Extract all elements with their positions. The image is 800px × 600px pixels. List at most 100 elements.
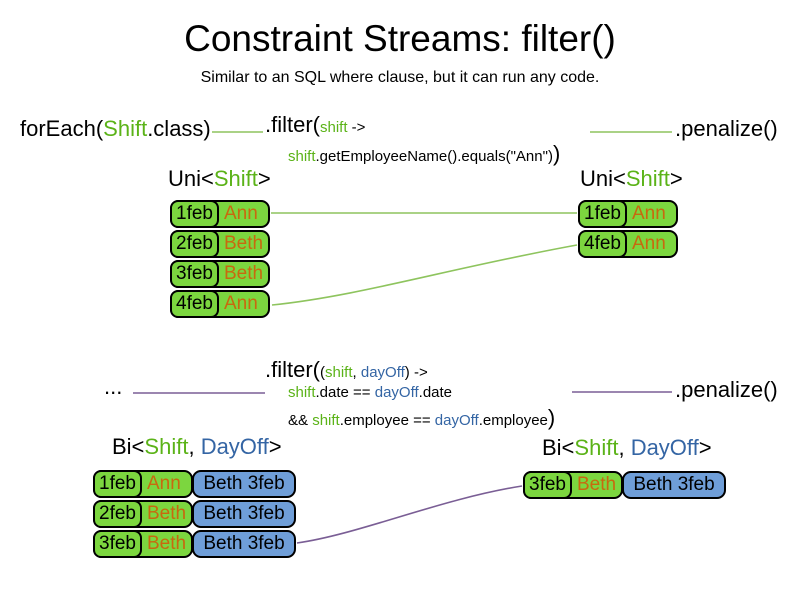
date-cell: 3feb: [170, 260, 219, 288]
uni-post: >: [669, 166, 683, 191]
filter-param1: shift: [325, 364, 353, 381]
paren-close-arrow: ) ->: [404, 364, 428, 381]
date-cell: 1feb: [93, 470, 142, 498]
date-cell: 2feb: [170, 230, 219, 258]
stream2-left-type-label: Bi<Shift, DayOff>: [112, 434, 282, 460]
dayoff-cell: Beth 3feb: [192, 530, 296, 558]
date-cell: 1feb: [170, 200, 219, 228]
bi-sep: ,: [188, 434, 201, 459]
uni-type: Shift: [213, 166, 258, 191]
stream1-left-type-label: Uni<Shift>: [168, 166, 271, 192]
stream1-filter-head: .filter(shift ->: [265, 112, 365, 138]
date-cell: 4feb: [578, 230, 627, 258]
employee-cell: Ann: [631, 233, 666, 254]
stream1-penalize-code: .penalize(): [675, 116, 778, 141]
match-line-4feb-ann: [271, 244, 578, 306]
stream2-filter-head: .filter((shift, dayOff) ->: [265, 357, 428, 383]
bi-pre: Bi<: [112, 434, 145, 459]
employee-cell: Beth: [576, 474, 617, 495]
uni-pre: Uni<: [580, 166, 626, 191]
param-comma: ,: [352, 364, 361, 381]
body-end: .date: [418, 384, 453, 401]
date-cell: 1feb: [578, 200, 627, 228]
body-close-paren: ): [547, 405, 556, 430]
employee-cell: Ann: [223, 293, 258, 314]
employee-cell: Beth: [223, 263, 264, 284]
page-subtitle: Similar to an SQL where clause, but it c…: [200, 69, 600, 86]
filter-param2: dayOff: [360, 364, 405, 381]
body-var2: dayOff: [434, 412, 479, 429]
employee-cell: Ann: [223, 203, 258, 224]
bi-post: >: [268, 434, 282, 459]
employee-cell: Beth: [146, 503, 187, 524]
employee-cell: Beth: [146, 533, 187, 554]
filter-method: .filter(: [265, 357, 320, 382]
dayoff-cell: Beth 3feb: [192, 500, 296, 528]
stream1-right-type-label: Uni<Shift>: [580, 166, 683, 192]
body-var1: shift: [288, 384, 316, 401]
uni-type: Shift: [625, 166, 670, 191]
page-title: Constraint Streams: filter(): [184, 18, 616, 59]
paren-open: (: [320, 364, 325, 381]
body-var2: dayOff: [374, 384, 419, 401]
employee-cell: Beth: [223, 233, 264, 254]
bi-pre: Bi<: [542, 435, 575, 460]
stream1-source-code: forEach(Shift.class): [20, 116, 211, 142]
bi-type1: Shift: [144, 434, 189, 459]
date-cell: 2feb: [93, 500, 142, 528]
stream2-source-code: ...: [104, 374, 123, 399]
employee-cell: Ann: [631, 203, 666, 224]
body-rest: .getEmployeeName().equals("Ann"): [315, 148, 553, 165]
and-operator: &&: [288, 412, 313, 429]
match-line-3feb-beth: [296, 485, 523, 544]
foreach-class-token: Shift: [103, 116, 148, 141]
bi-post: >: [698, 435, 712, 460]
bi-sep: ,: [618, 435, 631, 460]
stream1-filter-body: shift.getEmployeeName().equals("Ann")): [288, 141, 560, 167]
bi-type2: DayOff: [200, 434, 269, 459]
uni-post: >: [257, 166, 271, 191]
employee-cell: Ann: [146, 473, 181, 494]
date-cell: 3feb: [523, 471, 572, 499]
dayoff-cell: Beth 3feb: [622, 471, 726, 499]
foreach-pre: forEach(: [20, 116, 104, 141]
stream2-filter-body-line1: shift.date == dayOff.date: [288, 384, 452, 402]
date-cell: 3feb: [93, 530, 142, 558]
date-cell: 4feb: [170, 290, 219, 318]
foreach-post: .class): [147, 116, 211, 141]
filter-param: shift: [320, 119, 348, 136]
body-var1: shift: [312, 412, 340, 429]
filter-method: .filter(: [265, 112, 320, 137]
body-close-paren: ): [552, 141, 561, 166]
body-var: shift: [288, 148, 316, 165]
dayoff-cell: Beth 3feb: [192, 470, 296, 498]
bi-type1: Shift: [574, 435, 619, 460]
body-end: .employee: [478, 412, 548, 429]
uni-pre: Uni<: [168, 166, 214, 191]
body-mid: .employee ==: [339, 412, 435, 429]
stream2-penalize-code: .penalize(): [675, 377, 778, 402]
stream2-right-type-label: Bi<Shift, DayOff>: [542, 435, 712, 461]
body-mid: .date ==: [315, 384, 375, 401]
